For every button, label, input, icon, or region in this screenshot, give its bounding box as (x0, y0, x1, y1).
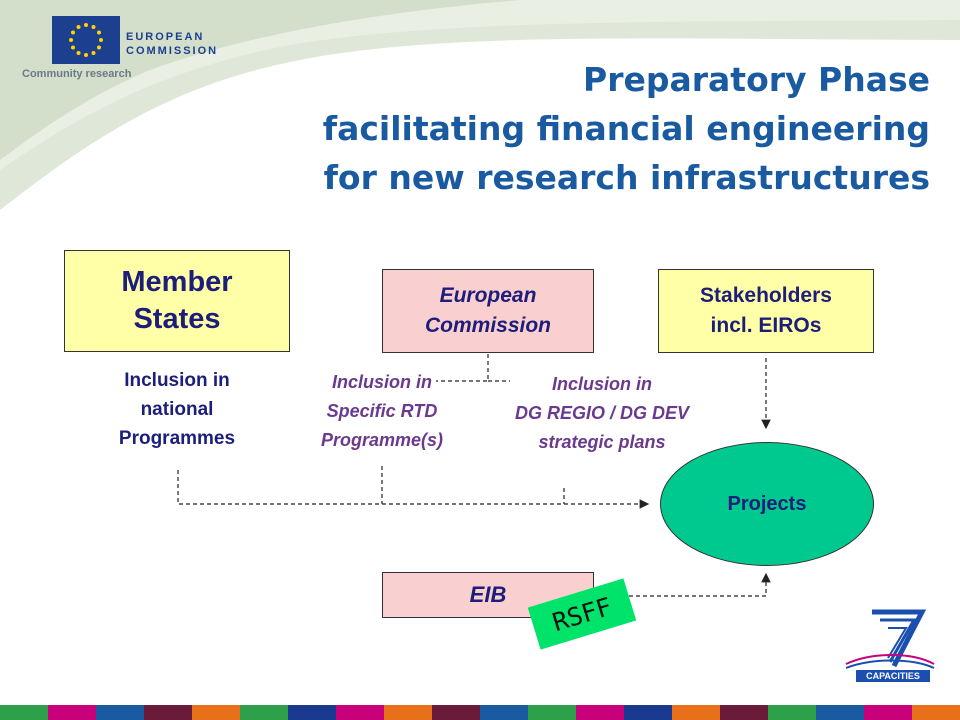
org-name-line2: COMMISSION (126, 45, 219, 57)
footer-bar-segment (816, 705, 864, 720)
footer-color-bar (0, 705, 960, 720)
european-commission-box: European Commission (382, 269, 594, 353)
footer-bar-segment (480, 705, 528, 720)
footer-bar-segment (48, 705, 96, 720)
projects-label: Projects (727, 492, 807, 515)
projects-ellipse: Projects (660, 442, 874, 566)
title-line-1: Preparatory Phase (583, 60, 930, 99)
connector-national-to-projects (177, 470, 650, 509)
footer-bar-segment (336, 705, 384, 720)
title-line-2: facilitating financial engineering (322, 109, 930, 148)
footer-bar-segment (192, 705, 240, 720)
footer-bar-segment (912, 705, 960, 720)
org-name-line1: EUROPEAN (126, 31, 205, 43)
footer-bar-segment (864, 705, 912, 720)
footer-bar-segment (576, 705, 624, 720)
national-programmes-label: Inclusion in national Programmes (118, 370, 236, 449)
title-line-3: for new research infrastructures (323, 158, 930, 197)
capacities-label: CAPACITIES (856, 670, 930, 682)
footer-bar-segment (384, 705, 432, 720)
connector-eib-to-projects (594, 572, 771, 597)
fp7-logo-icon (845, 609, 935, 669)
footer-bar-segment (96, 705, 144, 720)
page-title: Preparatory Phase facilitating financial… (170, 55, 930, 202)
specific-rtd-label: Inclusion in Specific RTD Programme(s) (320, 372, 444, 450)
footer-bar-segment (0, 705, 48, 720)
eu-flag-icon (52, 16, 120, 64)
footer-bar-segment (624, 705, 672, 720)
eib-label: EIB (469, 582, 507, 607)
footer-bar-segment (720, 705, 768, 720)
rsff-label: RSFF (548, 591, 616, 637)
footer-bar-segment (672, 705, 720, 720)
community-research-label: Community research (22, 68, 132, 80)
footer-bar-segment (432, 705, 480, 720)
footer-bar-segment (528, 705, 576, 720)
footer-bar-segment (288, 705, 336, 720)
stakeholders-box: Stakeholders incl. EIROs (658, 269, 874, 353)
european-commission-label: European Commission (424, 284, 552, 337)
connector-ec-down (436, 354, 489, 382)
footer-bar-segment (144, 705, 192, 720)
footer-bar-segment (240, 705, 288, 720)
member-states-box: Member States (64, 250, 290, 352)
footer-bar-segment (768, 705, 816, 720)
member-states-label: Member States (121, 266, 233, 335)
stakeholders-label: Stakeholders incl. EIROs (700, 284, 832, 337)
dg-regio-label: Inclusion in DG REGIO / DG DEV strategic… (514, 374, 690, 452)
